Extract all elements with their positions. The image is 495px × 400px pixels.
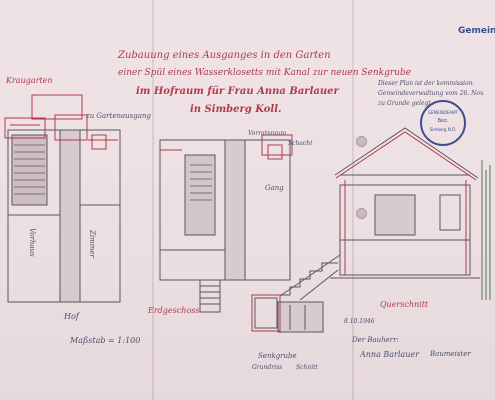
title-line-1: Zubauung eines Ausganges in den Garten <box>118 50 331 61</box>
note-line-3: zu Grunde gelegt. <box>378 100 433 107</box>
seal-middle: Bez. <box>437 118 449 124</box>
label-querschnitt: Querschnitt <box>380 300 429 309</box>
fold-line <box>152 0 154 400</box>
punch-hole <box>356 136 367 147</box>
label-hof: Hof <box>64 312 79 321</box>
label-vorhaus: Vorhaus <box>28 228 36 257</box>
fold-line <box>352 0 354 400</box>
label-senkgrube: Senkgrube <box>258 352 297 360</box>
label-kraugarten: Kraugarten <box>6 76 53 85</box>
seal-bottom: Simberg N.Ö. <box>429 127 457 132</box>
label-massstab: Maßstab = 1:100 <box>70 336 141 345</box>
label-grundriss: Grundriss <box>252 364 283 371</box>
punch-hole <box>356 208 367 219</box>
label-schacht: Schacht <box>288 140 313 147</box>
title-line-2: einer Spül eines Wasserklosetts mit Kana… <box>118 68 412 78</box>
note-line-1: Dieser Plan ist der kommission. <box>378 80 475 87</box>
gemeinde-seal: GEMEINDEAMT Bez. Simberg N.Ö. <box>420 100 466 146</box>
title-line-3: im Hofraum für Frau Anna Barlauer <box>136 86 339 97</box>
seal-top: GEMEINDEAMT <box>427 110 458 115</box>
baumeister-label: Baumeister <box>430 350 471 358</box>
date-text: 8.10.1946 <box>344 318 375 325</box>
title-line-4: in Simberg Koll. <box>190 104 282 115</box>
label-schnitt: Schnitt <box>296 364 318 371</box>
note-line-2: Gemeindeverwaltung vom 26. Nov. <box>378 90 485 97</box>
label-gartenausgang: zu Gartenausgang <box>86 112 151 120</box>
label-gang: Gang <box>265 184 284 192</box>
label-zimmer: Zimmer <box>88 230 96 258</box>
bauherr-signature: Anna Barlauer <box>360 350 419 359</box>
stamp-header: Gemeinde <box>458 26 495 36</box>
label-erdgeschoss: Erdgeschoss <box>148 306 200 315</box>
bauherr-label: Der Bauherr: <box>352 336 399 344</box>
label-vorratsraum: Vorratsraum <box>248 130 287 137</box>
